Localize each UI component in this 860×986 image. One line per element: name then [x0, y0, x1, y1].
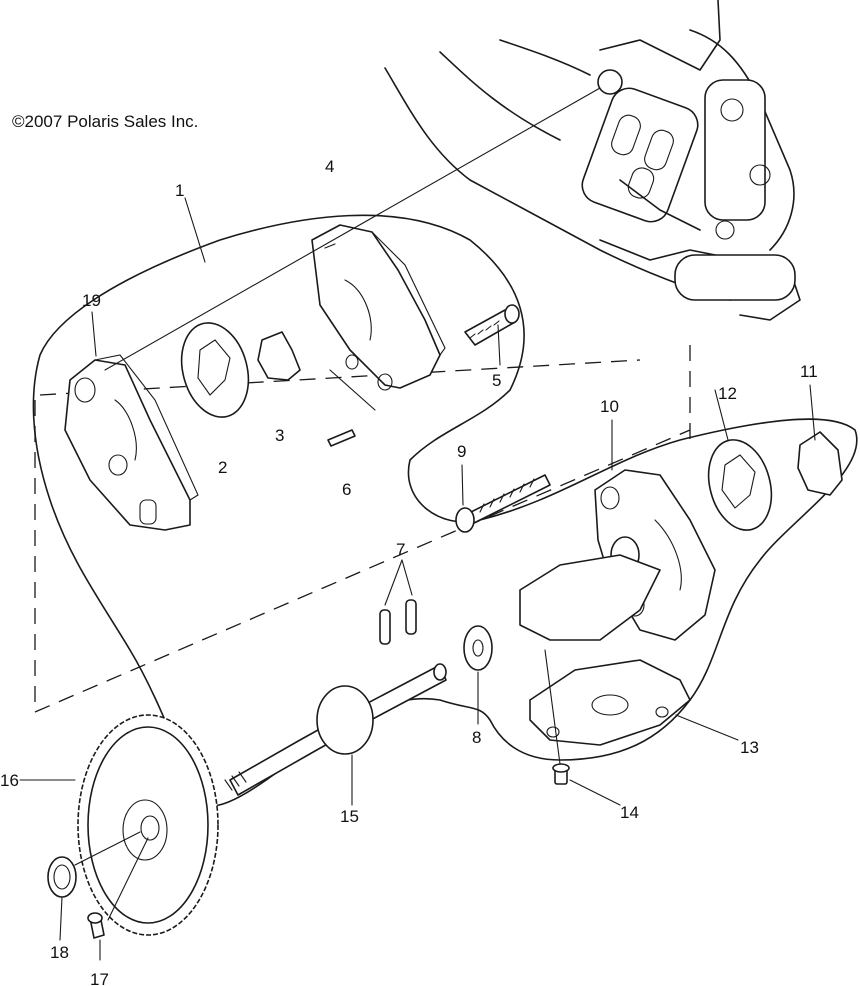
callout-19: 19 [82, 291, 101, 310]
pump-body-plate [311, 224, 446, 391]
callout-17: 17 [90, 970, 109, 986]
leader-lines [19, 87, 816, 961]
gear-bolt [87, 912, 105, 939]
dowel-pin [327, 429, 356, 447]
oil-screen [529, 659, 691, 746]
inner-rotor-secondary [797, 431, 843, 496]
callout-15: 15 [340, 807, 359, 826]
callout-4: 4 [325, 157, 334, 176]
callout-11: 11 [800, 362, 818, 381]
callout-12: 12 [718, 384, 737, 403]
thrust-washer [463, 625, 493, 671]
pump-drive-shaft [224, 663, 447, 796]
callout-2: 2 [218, 458, 227, 477]
long-bolt [455, 474, 551, 533]
callout-14: 14 [620, 803, 639, 822]
callout-18: 18 [50, 943, 69, 962]
callout-1: 1 [175, 181, 184, 200]
callout-9: 9 [457, 442, 466, 461]
drive-gear [77, 714, 219, 936]
copyright-text: ©2007 Polaris Sales Inc. [12, 112, 198, 131]
drive-pins [379, 599, 417, 645]
callout-10: 10 [600, 397, 619, 416]
callout-16: 16 [0, 771, 19, 790]
callout-labels: 1 2 3 4 5 6 7 8 9 10 11 12 13 14 15 16 1… [0, 157, 818, 986]
engine-case [384, 0, 801, 321]
gear-washer [47, 856, 77, 898]
strainer-plate [519, 554, 661, 641]
pump-bolt [464, 304, 520, 346]
callout-7: 7 [396, 540, 405, 559]
dashed-assembly-outline [34, 345, 691, 713]
callout-8: 8 [472, 728, 481, 747]
outer-rotor-secondary [707, 439, 773, 531]
pump-cover-plate [64, 354, 199, 531]
screen-screw [544, 649, 570, 785]
callout-13: 13 [740, 738, 759, 757]
callout-5: 5 [492, 371, 501, 390]
inner-rotor [257, 331, 301, 381]
outer-rotor [180, 322, 250, 418]
callout-3: 3 [275, 426, 284, 445]
callout-6: 6 [342, 480, 351, 499]
